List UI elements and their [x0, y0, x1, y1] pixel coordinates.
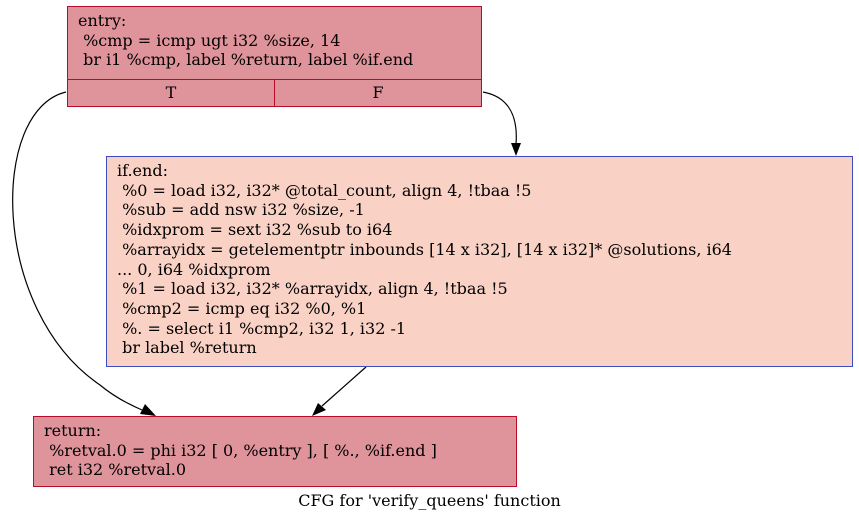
code-line: %. = select i1 %cmp2, i32 1, i32 -1 — [117, 318, 407, 338]
code-line: ret i32 %retval.0 — [44, 460, 186, 480]
edge-entry-t-to-return — [12, 91, 143, 411]
code-line: br i1 %cmp, label %return, label %if.end — [78, 50, 414, 70]
node-entry-code: entry: %cmp = icmp ugt i32 %size, 14 br … — [68, 7, 481, 82]
graph-caption: CFG for 'verify_queens' function — [298, 491, 561, 510]
edge-entry-f-to-ifend — [482, 91, 517, 145]
code-line: %1 = load i32, i32* %arrayidx, align 4, … — [117, 279, 508, 299]
code-line: %idxprom = sext i32 %sub to i64 — [117, 220, 393, 240]
arrowhead-return-right — [312, 403, 326, 416]
arrowhead-return-left — [140, 404, 156, 416]
code-line: %0 = load i32, i32* @total_count, align … — [117, 180, 532, 200]
node-if-end: if.end: %0 = load i32, i32* @total_count… — [106, 156, 853, 367]
code-line: return: — [44, 421, 102, 440]
code-line: br label %return — [117, 338, 257, 358]
arrowhead-ifend — [511, 143, 521, 156]
code-line: %arrayidx = getelementptr inbounds [14 x… — [117, 239, 732, 259]
port-true: T — [165, 83, 177, 102]
code-line: ... 0, i64 %idxprom — [117, 259, 271, 279]
node-return: return: %retval.0 = phi i32 [ 0, %entry … — [33, 416, 517, 487]
port-false: F — [274, 80, 481, 106]
code-line: %sub = add nsw i32 %size, -1 — [117, 200, 365, 220]
node-entry-ports: T F — [68, 79, 481, 106]
code-line: %cmp = icmp ugt i32 %size, 14 — [78, 30, 341, 50]
code-line: if.end: — [117, 161, 168, 180]
code-line: %cmp2 = icmp eq i32 %0, %1 — [117, 298, 367, 318]
code-line: %retval.0 = phi i32 [ 0, %entry ], [ %.,… — [44, 440, 437, 460]
node-entry: entry: %cmp = icmp ugt i32 %size, 14 br … — [67, 6, 482, 107]
code-line: entry: — [78, 11, 127, 30]
edge-ifend-to-return — [321, 366, 367, 407]
